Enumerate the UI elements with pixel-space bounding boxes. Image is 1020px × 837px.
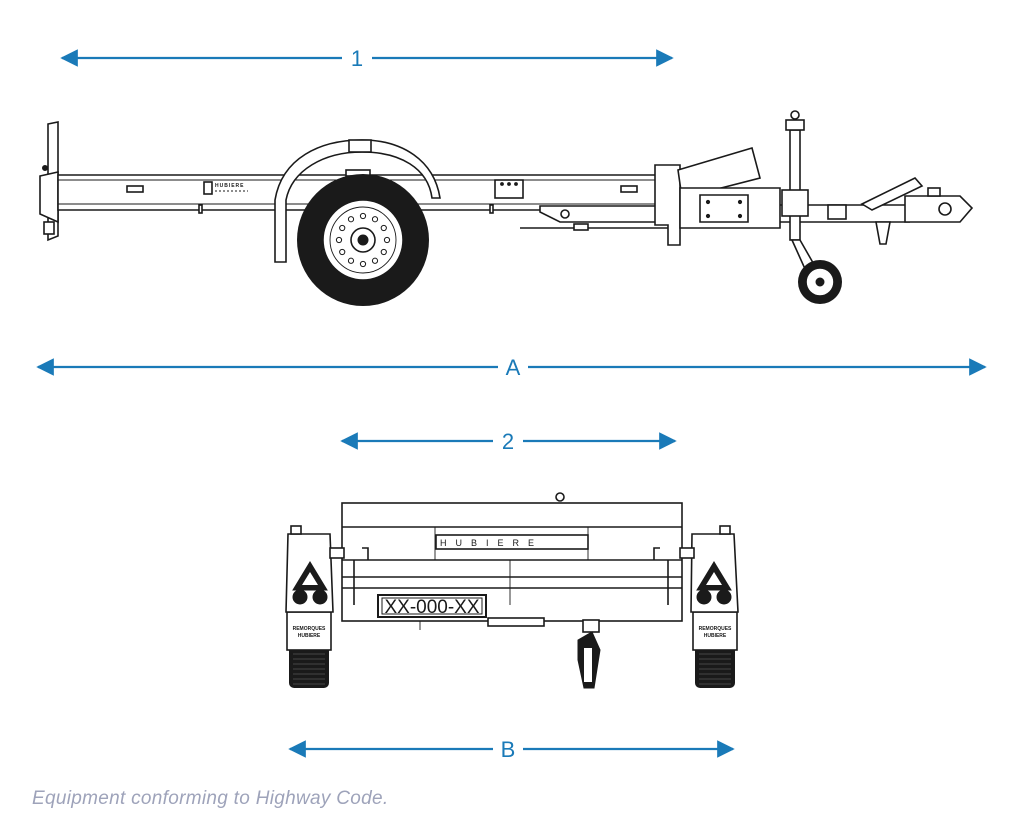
dimension-1: 1 — [60, 46, 674, 71]
jockey-post — [789, 129, 801, 241]
license-plate-text: XX-000-XX — [384, 597, 479, 618]
svg-text:HUBIERE: HUBIERE — [215, 183, 245, 189]
svg-text:REMORQUES: REMORQUES — [699, 626, 732, 632]
left-mudflap — [286, 611, 332, 651]
fender — [274, 139, 441, 263]
dimension-a: A — [36, 355, 987, 380]
dimension-1-label: 1 — [351, 46, 363, 71]
dimension-b-label: B — [501, 737, 516, 762]
caption: Equipment conforming to Highway Code. — [32, 788, 389, 809]
dimension-2-label: 2 — [502, 429, 514, 454]
drawbar-joint — [654, 164, 681, 246]
license-plate — [377, 594, 487, 618]
trailer-rear-view: REMORQUES HUBIERE REMORQUES HUBIERE HUBI… — [285, 492, 739, 689]
trailer-side-view: HUBIERE — [39, 110, 974, 306]
dimension-a-label: A — [506, 355, 521, 380]
brand-logo-rear: HUBIERE — [440, 538, 543, 548]
svg-text:HUBIERE: HUBIERE — [704, 633, 727, 639]
brand-logo-side — [203, 181, 213, 195]
svg-text:REMORQUES: REMORQUES — [293, 626, 326, 632]
dimension-2: 2 — [340, 429, 677, 454]
brand-strip — [435, 534, 589, 550]
wheel-bolts — [335, 212, 391, 268]
svg-text:HUBIERE: HUBIERE — [298, 633, 321, 639]
dimension-b: B — [288, 737, 735, 762]
